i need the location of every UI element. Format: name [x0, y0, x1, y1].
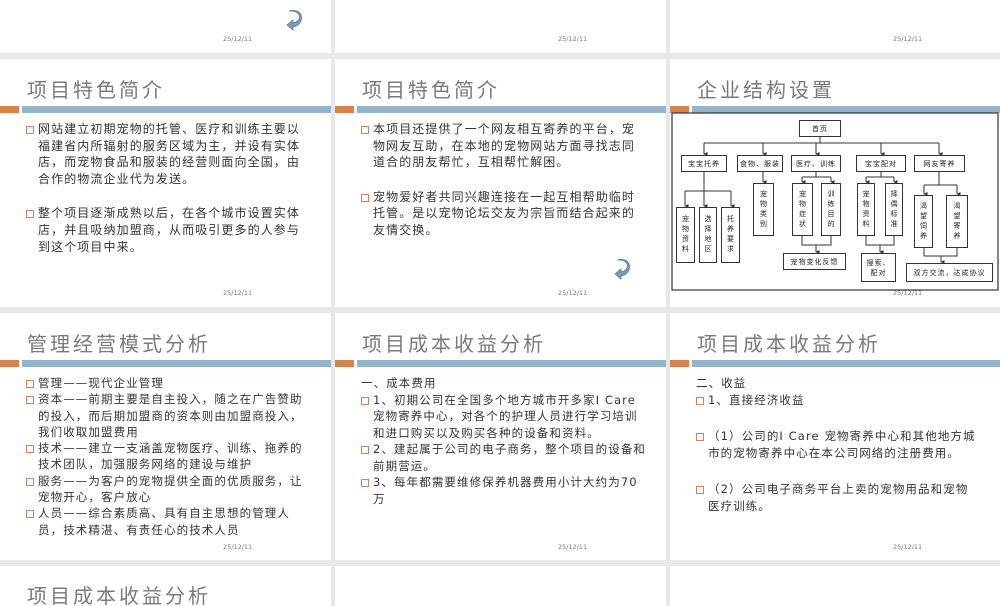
org-node: 训练目的: [821, 183, 841, 236]
slide-date: 25/12/11: [223, 543, 253, 551]
slide-date: 25/12/11: [893, 35, 923, 43]
accent-bar: [670, 360, 689, 367]
bullet: （2）公司电子商务平台上卖的宠物用品和宠物医疗训练。: [696, 481, 980, 514]
slide-thumbnail[interactable]: 项目成本收益分析: [0, 566, 331, 606]
org-node: 宝宝托养: [681, 155, 727, 172]
org-node: 食物、服装: [737, 155, 783, 172]
slide-thumbnail[interactable]: 项目特色简介 网站建立初期宠物的托管、医疗和训练主要以福建省内所辐射的服务区域为…: [0, 59, 331, 307]
title-rule: [692, 360, 1000, 367]
bullet: 资本——前期主要是自主投入，随之在广告赞助的投入，而后期加盟商的资本则由加盟商投…: [26, 391, 311, 440]
bullet: 本项目还提供了一个网友相互寄养的平台，宠物网友互助，在本地的宠物网站方面寻找志同…: [361, 121, 646, 171]
org-node: 渴望寄养: [946, 195, 968, 248]
org-node: 网友寄养: [914, 155, 965, 172]
bullet: 3、每年都需要维修保养机器费用小计大约为70 万: [361, 474, 646, 507]
title-rule: [692, 106, 1000, 113]
accent-bar: [670, 106, 689, 113]
bullet: 服务——为客户的宠物提供全面的优质服务，让宠物开心，客户放心: [26, 473, 311, 506]
slide-title: 项目成本收益分析: [27, 584, 211, 606]
title-rule: [357, 360, 666, 367]
org-node: 宠物类别: [753, 183, 774, 236]
org-node: 宠物资料: [857, 183, 875, 236]
bullet: 人员——综合素质高、具有自主思想的管理人员，技术精湛、有责任心的技术人员: [26, 505, 311, 538]
bullet: 技术——建立一支涵盖宠物医疗、训练、拖养的技术团队，加强服务网络的建设与维护: [26, 440, 311, 473]
slide-body: 本项目还提供了一个网友相互寄养的平台，宠物网友互助，在本地的宠物网站方面寻找志同…: [361, 121, 646, 239]
org-node-root: 首页: [799, 120, 841, 137]
org-node: 宠物症状: [792, 183, 813, 236]
slide-title: 项目特色简介: [27, 78, 165, 102]
bullet: 1、初期公司在全国多个地方城市开多家I Care 宠物寄养中心，对各个的护理人员…: [361, 392, 646, 442]
slide-title: 项目成本收益分析: [362, 332, 546, 356]
slide-date: 25/12/11: [893, 543, 923, 551]
slide-date: 25/12/11: [893, 289, 923, 297]
section-heading: 一、成本费用: [361, 376, 437, 390]
slide-date: 25/12/11: [223, 35, 253, 43]
title-rule: [357, 106, 666, 113]
accent-bar: [335, 360, 354, 367]
return-arrow-icon[interactable]: [613, 258, 631, 280]
slide-thumbnail[interactable]: [335, 566, 666, 606]
title-rule: [22, 106, 331, 113]
org-node: 宠物变化反馈: [783, 253, 846, 270]
bullet: 2、建起属于公司的电子商务，整个项目的设备和前期营运。: [361, 441, 646, 474]
org-node: 宠物资料: [676, 207, 695, 263]
slide-body: 管理——现代企业管理 资本——前期主要是自主投入，随之在广告赞助的投入，而后期加…: [26, 375, 311, 538]
accent-bar: [0, 106, 19, 113]
org-node: 择偶标准: [885, 183, 903, 236]
slide-title: 管理经营模式分析: [27, 332, 211, 356]
slide-thumbnail[interactable]: 项目成本收益分析 一、成本费用 1、初期公司在全国多个地方城市开多家I Care…: [335, 313, 666, 560]
org-node: 宝宝配对: [856, 155, 906, 172]
slide-body: 网站建立初期宠物的托管、医疗和训练主要以福建省内所辐射的服务区域为主，并设有实体…: [26, 121, 311, 255]
org-node: 双方交流，达成协议: [906, 263, 993, 282]
slide-thumbnail[interactable]: 企业结构设置: [670, 59, 1000, 307]
org-node: 医疗、训练: [791, 155, 841, 172]
slide-date: 25/12/11: [558, 289, 588, 297]
slide-date: 25/12/11: [558, 35, 588, 43]
slide-date: 25/12/11: [558, 543, 588, 551]
bullet: 网站建立初期宠物的托管、医疗和训练主要以福建省内所辐射的服务区域为主，并设有实体…: [26, 121, 311, 187]
slide-title: 项目特色简介: [362, 78, 500, 102]
slide-thumbnail[interactable]: [670, 566, 1000, 606]
slide-date: 25/12/11: [223, 289, 253, 297]
title-rule: [22, 360, 331, 367]
org-node: 搜索、配对: [861, 253, 896, 282]
slide-thumbnail[interactable]: 25/12/11: [335, 0, 666, 53]
org-node: 渴望饲养: [914, 195, 933, 248]
org-node: 选择地区: [699, 207, 717, 263]
slide-body: 一、成本费用 1、初期公司在全国多个地方城市开多家I Care 宠物寄养中心，对…: [361, 375, 646, 507]
accent-bar: [335, 106, 354, 113]
slide-thumbnail[interactable]: 项目特色简介 本项目还提供了一个网友相互寄养的平台，宠物网友互助，在本地的宠物网…: [335, 59, 666, 307]
org-chart: 首页 宝宝托养 食物、服装 医疗、训练 宝宝配对 网友寄养 宠物资料 选择地区 …: [670, 59, 1000, 307]
slide-thumbnail[interactable]: 管理经营模式分析 管理——现代企业管理 资本——前期主要是自主投入，随之在广告赞…: [0, 313, 331, 560]
org-node: 托养要求: [721, 207, 740, 263]
org-chart-lines: [671, 112, 999, 291]
bullet: （1）公司的I Care 宠物寄养中心和其他地方城市的宠物寄养中心在本公司网络的…: [696, 428, 980, 461]
section-heading: 二、收益: [696, 376, 747, 390]
return-arrow-icon[interactable]: [285, 9, 303, 31]
slide-title: 项目成本收益分析: [697, 332, 881, 356]
bullet: 管理——现代企业管理: [26, 375, 311, 391]
bullet: 整个项目逐渐成熟以后，在各个城市设置实体店，并且吸纳加盟商，从而吸引更多的人参与…: [26, 205, 311, 255]
bullet: 1、直接经济收益: [696, 392, 980, 409]
slide-thumbnail[interactable]: 25/12/11: [670, 0, 1000, 53]
slide-thumbnail[interactable]: 25/12/11: [0, 0, 331, 53]
bullet: 宠物爱好者共同兴趣连接在一起互相帮助临时托管。是以宠物论坛交友为宗旨而结合起来的…: [361, 189, 646, 239]
slide-thumbnail[interactable]: 项目成本收益分析 二、收益 1、直接经济收益 （1）公司的I Care 宠物寄养…: [670, 313, 1000, 560]
accent-bar: [0, 360, 19, 367]
slide-body: 二、收益 1、直接经济收益 （1）公司的I Care 宠物寄养中心和其他地方城市…: [696, 375, 980, 514]
slide-title: 企业结构设置: [697, 78, 835, 102]
